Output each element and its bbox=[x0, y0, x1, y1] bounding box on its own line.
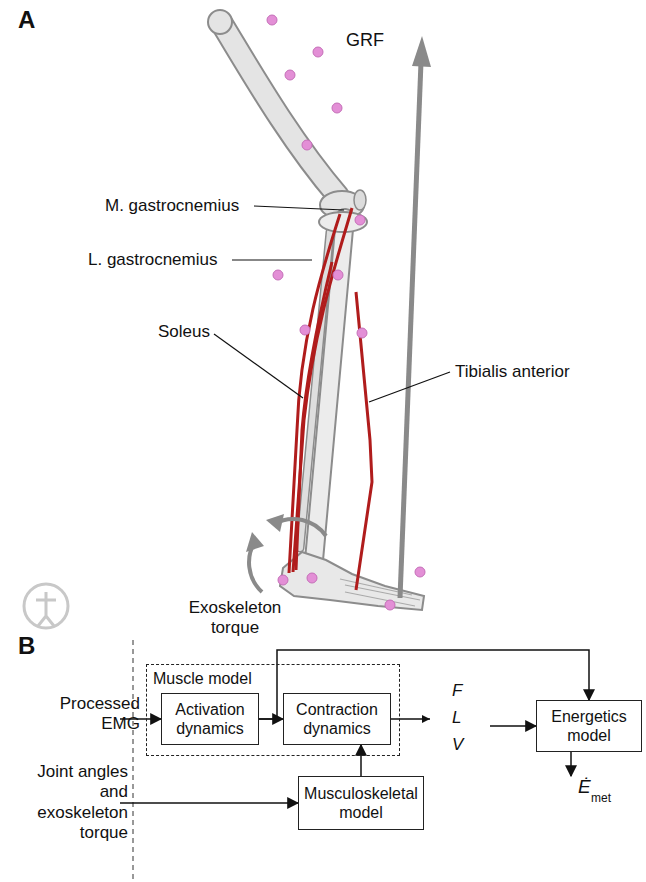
box-text: Activation dynamics bbox=[166, 700, 254, 738]
connector-arrow bbox=[360, 745, 362, 776]
process-box: Musculoskeletal model bbox=[298, 776, 424, 830]
connector-arrow bbox=[391, 719, 536, 726]
force-label: GRF bbox=[346, 30, 384, 52]
group-box: Muscle modelActivation dynamics Contracti… bbox=[146, 664, 400, 756]
panel-letter: A bbox=[18, 6, 35, 35]
subscript-label: met bbox=[591, 791, 611, 805]
box-text: Contraction dynamics bbox=[288, 700, 386, 738]
process-box: Activation dynamics bbox=[161, 693, 259, 745]
box-text: Musculoskeletal model bbox=[303, 784, 419, 822]
muscle-label: M. gastrocnemius bbox=[105, 196, 239, 216]
torque-label: Exoskeleton torque bbox=[180, 598, 290, 639]
signal-arrow bbox=[570, 752, 572, 776]
energy-rate-label: Ė bbox=[578, 776, 591, 799]
signal-arrow bbox=[120, 802, 298, 804]
signal-label: V bbox=[452, 735, 463, 755]
process-box: Energetics model bbox=[536, 700, 642, 752]
signal-label: L bbox=[452, 708, 461, 728]
panel-letter: B bbox=[18, 632, 35, 661]
arrow-head bbox=[422, 715, 430, 723]
muscle-label: L. gastrocnemius bbox=[88, 250, 217, 270]
muscle-label: Tibialis anterior bbox=[455, 362, 570, 382]
process-box: Contraction dynamics bbox=[283, 693, 391, 745]
input-label: Joint angles and exoskeleton torque bbox=[30, 762, 128, 844]
box-text: Energetics model bbox=[541, 707, 637, 745]
input-label: Processed EMG bbox=[30, 694, 140, 735]
muscle-label: Soleus bbox=[158, 322, 210, 342]
signal-label: F bbox=[452, 681, 462, 701]
group-title: Muscle model bbox=[153, 669, 252, 688]
